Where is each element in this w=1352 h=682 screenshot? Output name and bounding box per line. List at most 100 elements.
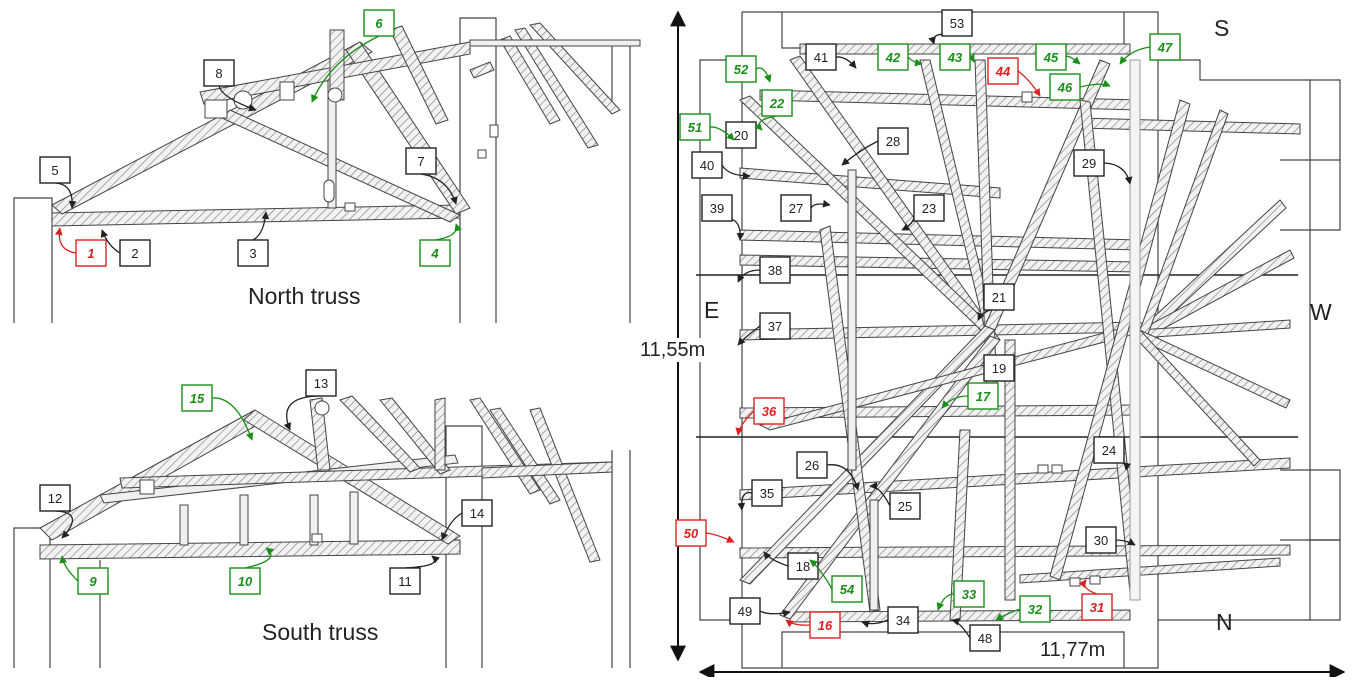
callout-label-2: 2 [100, 229, 151, 267]
callout-box [75, 239, 107, 267]
callout-label-26: 26 [796, 451, 860, 491]
callout-arrow [252, 211, 270, 241]
callout-label-34: 34 [861, 606, 919, 634]
callout-label-31: 31 [1078, 579, 1113, 621]
callout-box [203, 59, 235, 87]
callout-number: 12 [48, 491, 62, 506]
callout-label-5: 5 [39, 156, 77, 209]
callout-arrow [1079, 79, 1111, 88]
callout-box [753, 397, 785, 425]
callout-label-14: 14 [440, 499, 493, 541]
callout-number: 47 [1157, 40, 1173, 55]
callout-label-29: 29 [1073, 149, 1133, 185]
callout-label-1: 1 [54, 227, 107, 267]
callout-box [983, 283, 1015, 311]
callout-label-15: 15 [181, 384, 254, 441]
callout-arrow [211, 397, 254, 441]
callout-number: 15 [190, 391, 205, 406]
callout-number: 7 [417, 154, 424, 169]
vertical-dimension-label: 11,55m [640, 339, 705, 361]
callout-label-43: 43 [939, 43, 975, 71]
callout-box [759, 312, 791, 340]
callout-box [913, 194, 945, 222]
callout-number: 6 [375, 16, 383, 31]
callout-label-37: 37 [737, 312, 791, 346]
callout-label-12: 12 [39, 484, 73, 539]
callout-box [953, 580, 985, 608]
callout-arrow [735, 410, 755, 436]
callout-number: 25 [898, 499, 912, 514]
callout-label-4: 4 [419, 223, 462, 267]
compass-east: E [704, 297, 719, 323]
callout-number: 5 [51, 163, 58, 178]
callout-box [805, 43, 837, 71]
callout-arrow [721, 164, 751, 180]
callout-arrow [763, 551, 789, 567]
callout-label-51: 51 [679, 113, 735, 141]
callout-label-38: 38 [737, 256, 791, 284]
callout-arrow [737, 491, 753, 511]
callout-number: 52 [734, 62, 749, 77]
callout-number: 39 [710, 201, 724, 216]
callout-number: 2 [131, 246, 138, 261]
callout-box [405, 147, 437, 175]
callout-label-17: 17 [941, 382, 999, 410]
callout-label-9: 9 [59, 555, 109, 595]
callout-arrow [907, 56, 923, 67]
callout-label-45: 45 [1035, 43, 1081, 71]
callout-number: 18 [796, 559, 810, 574]
callout-number: 28 [886, 134, 900, 149]
callout-number: 33 [962, 587, 977, 602]
callout-arrow [810, 199, 831, 209]
callout-label-49: 49 [729, 597, 791, 625]
callout-arrow [1119, 46, 1151, 65]
callout-box [1073, 149, 1105, 177]
callout-number: 10 [238, 574, 253, 589]
callout-arrow [936, 593, 955, 611]
compass-south: S [1214, 15, 1229, 41]
callout-number: 37 [768, 319, 782, 334]
callout-arrow [755, 67, 772, 83]
callout-number: 9 [89, 574, 97, 589]
callout-box [759, 256, 791, 284]
callout-number: 14 [470, 506, 484, 521]
callout-box [675, 519, 707, 547]
callout-arrow [951, 617, 971, 639]
callout-arrow [1078, 579, 1098, 595]
callout-box [987, 57, 1019, 85]
callout-number: 35 [760, 486, 774, 501]
callout-box [237, 239, 269, 267]
south-truss-title: South truss [262, 619, 378, 645]
callout-label-30: 30 [1085, 526, 1136, 554]
callout-label-40: 40 [691, 151, 751, 180]
callout-box [1049, 73, 1081, 101]
callout-number: 45 [1043, 50, 1059, 65]
callout-label-19: 19 [983, 354, 1015, 382]
callout-arrow [941, 395, 969, 409]
callout-arrow [311, 35, 380, 103]
callout-label-53: 53 [928, 9, 973, 45]
callout-number: 51 [688, 120, 702, 135]
callout-label-41: 41 [805, 43, 857, 71]
callout-number: 42 [885, 50, 901, 65]
horizontal-dimension-label: 11,77m [1040, 639, 1105, 661]
callout-label-50: 50 [675, 519, 735, 547]
callout-box [229, 567, 261, 595]
callout-label-36: 36 [735, 397, 785, 436]
callout-box [305, 369, 337, 397]
callout-arrow [218, 85, 257, 112]
callout-box [877, 43, 909, 71]
callout-arrow [785, 619, 811, 628]
callout-label-35: 35 [737, 479, 783, 511]
callout-arrow [754, 115, 778, 131]
callout-arrow [826, 464, 860, 491]
callout-box [77, 567, 109, 595]
callout-box [1035, 43, 1067, 71]
callout-label-33: 33 [936, 580, 985, 611]
callout-arrow [841, 140, 879, 166]
callout-number: 4 [430, 246, 439, 261]
callout-number: 40 [700, 158, 714, 173]
callout-number: 17 [976, 389, 991, 404]
callout-label-22: 22 [754, 89, 793, 131]
callout-box [787, 552, 819, 580]
